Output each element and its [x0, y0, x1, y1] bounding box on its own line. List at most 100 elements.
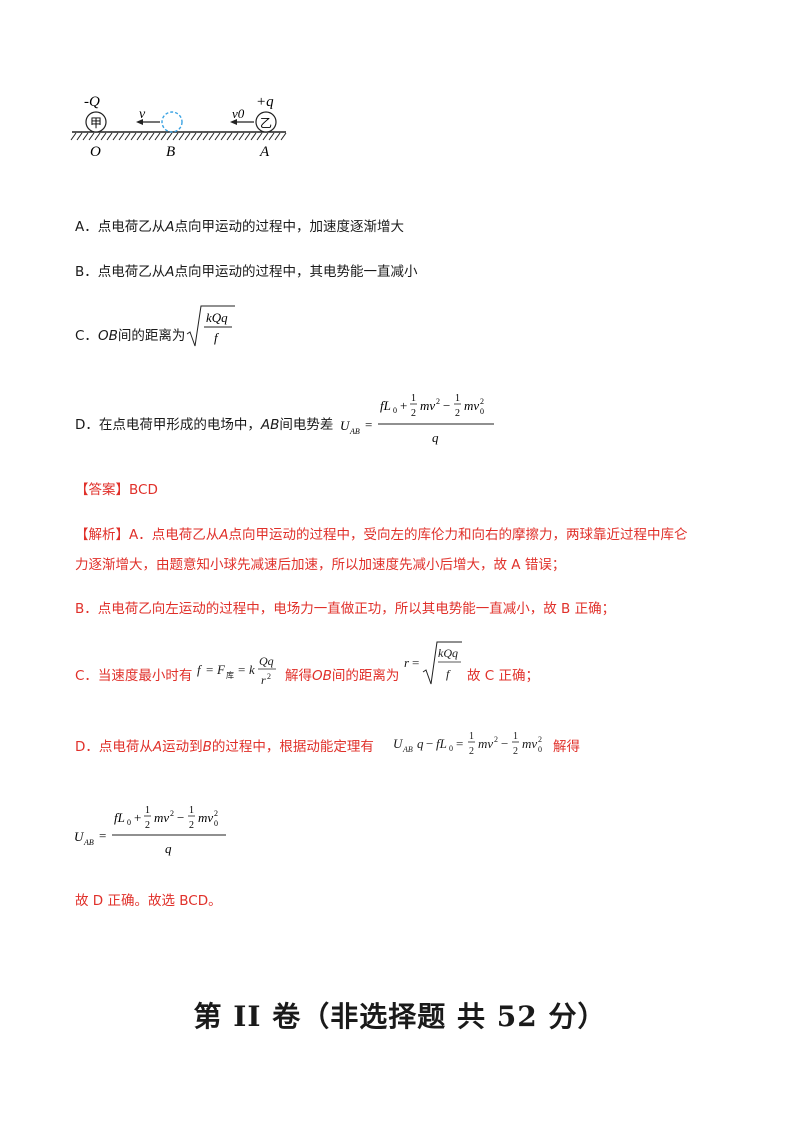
- answer-label: 【答案】: [75, 482, 129, 498]
- analysis-line-4-b: 解得: [285, 668, 312, 684]
- option-d-rest: 间电势差: [279, 417, 334, 433]
- option-d-point: AB: [260, 417, 280, 433]
- svg-text:=: =: [412, 655, 419, 670]
- svg-text:2: 2: [267, 672, 271, 681]
- svg-text:1: 1: [145, 805, 150, 816]
- analysis-line-3: B．点电荷乙向左运动的过程中，电场力一直做正功，所以其电势能一直减小，故 B 正…: [75, 601, 616, 617]
- svg-text:0: 0: [214, 819, 218, 828]
- point-b: B: [166, 144, 175, 160]
- svg-text:mv: mv: [522, 736, 537, 751]
- svg-text:2: 2: [538, 735, 542, 744]
- svg-text:r: r: [261, 673, 266, 687]
- svg-text:mv: mv: [154, 810, 169, 825]
- physics-figure: -Q +q 甲 v 乙 v0 O B A: [70, 94, 287, 160]
- svg-text:1: 1: [469, 731, 474, 742]
- svg-text:2: 2: [436, 397, 440, 406]
- analysis-line-4d: 故 C 正确；: [467, 668, 540, 684]
- svg-text:0: 0: [127, 818, 131, 827]
- svg-text:mv: mv: [478, 736, 493, 751]
- svg-text:=: =: [206, 662, 213, 677]
- point-o: O: [90, 144, 101, 160]
- analysis-label: 【解析】: [75, 527, 129, 543]
- svg-text:−: −: [443, 398, 450, 413]
- charge-right-label: +q: [256, 94, 274, 110]
- ball-jia: [85, 111, 107, 133]
- svg-text:kQq: kQq: [438, 646, 458, 660]
- ball-yi: [255, 111, 277, 133]
- analysis-line-5-b: 运动到: [162, 739, 203, 755]
- svg-text:2: 2: [170, 809, 174, 818]
- option-a-prefix: A．点电荷乙从: [75, 219, 166, 235]
- analysis-line-7: 故 D 正确。故选 BCD。: [75, 893, 222, 909]
- svg-text:2: 2: [145, 820, 150, 831]
- charge-left-label: -Q: [84, 94, 100, 110]
- formula-r-equals-sqrt: r = kQq f: [404, 641, 462, 685]
- svg-text:F: F: [216, 662, 226, 677]
- option-d-prefix: D．在点电荷甲形成的电场中，: [75, 417, 261, 433]
- svg-text:r: r: [404, 655, 410, 670]
- svg-text:f: f: [446, 667, 451, 681]
- svg-text:0: 0: [393, 406, 397, 415]
- option-c: C．OB间的距离为: [75, 326, 185, 346]
- analysis-line-4-c: 间的距离为: [331, 668, 400, 684]
- svg-text:0: 0: [538, 745, 542, 754]
- svg-text:−: −: [501, 736, 508, 751]
- arrow-v-head: [136, 119, 143, 125]
- analysis-line-1: 【解析】A．点电荷乙从A点向甲运动的过程中，受向左的库伦力和向右的摩擦力，两球靠…: [75, 525, 688, 545]
- svg-text:1: 1: [189, 805, 194, 816]
- svg-text:2: 2: [411, 408, 416, 419]
- svg-text:k: k: [249, 662, 255, 677]
- svg-text:U: U: [340, 418, 351, 433]
- svg-text:1: 1: [513, 731, 518, 742]
- option-b-point: A: [165, 264, 175, 280]
- option-b-prefix: B．点电荷乙从: [75, 264, 166, 280]
- svg-text:mv: mv: [464, 398, 479, 413]
- answer-line: 【答案】BCD: [75, 480, 158, 500]
- arrow-v0-head: [230, 119, 237, 125]
- svg-text:=: =: [238, 662, 245, 677]
- svg-text:fL: fL: [114, 810, 125, 825]
- analysis-line-1-b: 点向甲运动的过程中，受向左的库伦力和向右的摩擦力，两球靠近过程中库仑: [228, 527, 688, 543]
- svg-text:U: U: [393, 736, 404, 751]
- svg-text:2: 2: [480, 397, 484, 406]
- svg-text:f: f: [197, 662, 203, 677]
- svg-text:2: 2: [214, 809, 218, 818]
- svg-text:=: =: [365, 417, 372, 432]
- svg-text:U: U: [74, 829, 85, 844]
- analysis-line-5: D．点电荷从A运动到B的过程中，根据动能定理有: [75, 737, 374, 757]
- analysis-line-1-a: A．点电荷乙从: [129, 527, 220, 543]
- analysis-line-5-point-2: B: [202, 739, 212, 755]
- section-heading: 第 II 卷（非选择题 共 52 分）: [193, 1000, 607, 1033]
- formula-uab-result: U AB = fL 0 + 1 2 mv 2 − 1 2 mv 2 0 q: [74, 805, 226, 856]
- analysis-line-5d: 解得: [553, 739, 580, 755]
- svg-text:Qq: Qq: [259, 654, 274, 668]
- svg-text:+: +: [134, 810, 141, 825]
- option-c-point: OB: [97, 328, 118, 344]
- point-a: A: [259, 144, 270, 160]
- svg-text:q: q: [432, 430, 439, 445]
- option-b-rest: 点向甲运动的过程中，其电势能一直减小: [174, 264, 418, 280]
- analysis-line-1-point: A: [219, 527, 229, 543]
- svg-text:AB: AB: [349, 427, 360, 436]
- svg-text:=: =: [99, 828, 106, 843]
- analysis-line-5-a: D．点电荷从: [75, 739, 153, 755]
- svg-text:库: 库: [226, 670, 234, 680]
- formula-uab-option-d: U AB = fL 0 + 1 2 mv 2 − 1 2 mv 2 0 q: [340, 393, 494, 445]
- svg-text:=: =: [456, 736, 463, 751]
- svg-text:2: 2: [494, 735, 498, 744]
- analysis-line-4-point: OB: [312, 668, 332, 684]
- option-b: B．点电荷乙从A点向甲运动的过程中，其电势能一直减小: [75, 262, 418, 282]
- analysis-line-4b: 解得OB间的距离为: [285, 666, 399, 686]
- svg-text:fL: fL: [380, 398, 391, 413]
- option-a-point: A: [165, 219, 175, 235]
- svg-text:mv: mv: [420, 398, 435, 413]
- option-a: A．点电荷乙从A点向甲运动的过程中，加速度逐渐增大: [75, 217, 404, 237]
- analysis-line-5-c: 的过程中，根据动能定理有: [211, 739, 374, 755]
- svg-text:2: 2: [513, 746, 518, 757]
- ground-hatching: [70, 132, 287, 141]
- svg-text:fL: fL: [436, 736, 447, 751]
- svg-text:1: 1: [411, 393, 416, 404]
- ball-jia-label: 甲: [90, 116, 102, 130]
- svg-text:q: q: [165, 841, 172, 856]
- svg-text:0: 0: [449, 744, 453, 753]
